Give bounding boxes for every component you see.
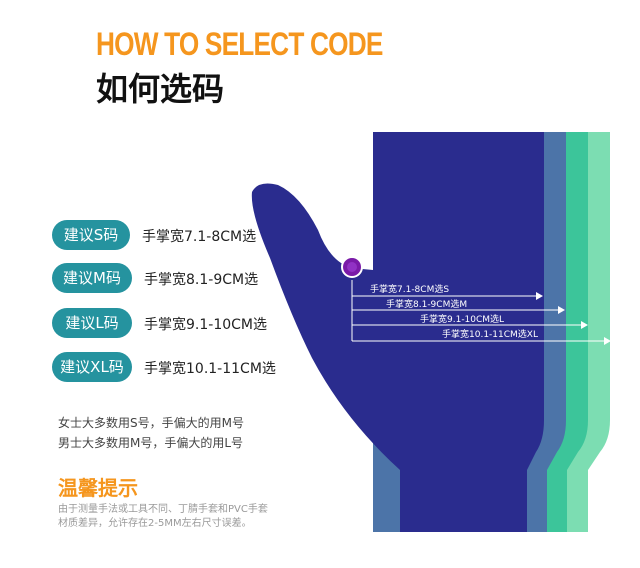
size-pill-l: 建议L码 <box>52 308 132 338</box>
tip-title: 温馨提示 <box>58 476 138 500</box>
size-pill-m: 建议M码 <box>52 263 132 293</box>
measure-label-s: 手掌宽7.1-8CM选S <box>370 285 450 295</box>
size-desc-m: 手掌宽8.1-9CM选 <box>144 272 259 288</box>
glove-body <box>251 132 544 532</box>
size-desc-s: 手掌宽7.1-8CM选 <box>142 229 257 245</box>
measure-label-m: 手掌宽8.1-9CM选M <box>386 300 468 310</box>
page-title-cn: 如何选码 <box>96 70 225 108</box>
note-men: 男士大多数用M号，手偏大的用L号 <box>58 436 244 450</box>
size-desc-xl: 手掌宽10.1-11CM选 <box>144 361 276 377</box>
size-pill-s: 建议S码 <box>52 220 130 250</box>
size-desc-l: 手掌宽9.1-10CM选 <box>144 317 267 333</box>
note-women: 女士大多数用S号，手偏大的用M号 <box>58 416 244 430</box>
measure-label-xl: 手掌宽10.1-11CM选XL <box>442 330 538 340</box>
measure-label-l: 手掌宽9.1-10CM选L <box>420 315 505 325</box>
page-title-en: HOW TO SELECT CODE <box>96 26 383 62</box>
tip-line-2: 材质差异，允许存在2-5MM左右尺寸误差。 <box>58 518 252 529</box>
tip-line-1: 由于测量手法或工具不同、丁腈手套和PVC手套 <box>58 504 268 515</box>
size-pill-xl: 建议XL码 <box>52 352 132 382</box>
